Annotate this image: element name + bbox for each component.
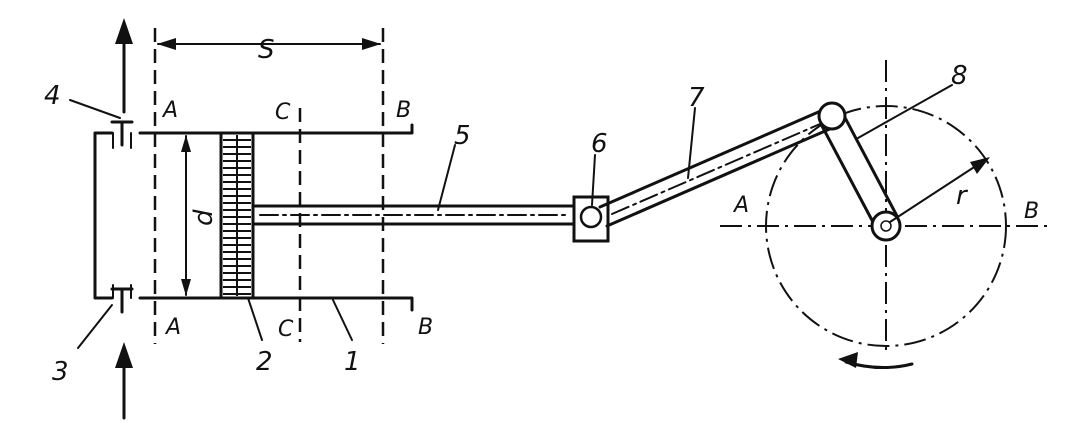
label-section-a-top: A [161,98,178,123]
label-section-b-top: B [396,98,411,123]
exhaust-valve [110,120,134,149]
crosshead [572,195,610,243]
stroke-dimension [157,38,381,50]
label-crank-b: B [1024,199,1039,224]
label-part-1: 1 [344,347,361,377]
label-radius: r [956,181,969,211]
label-crank-a: A [732,193,749,218]
exhaust-arrow [115,18,133,114]
label-part-8: 8 [951,61,968,91]
label-part-4: 4 [44,81,61,111]
leader-lines [69,84,953,349]
piston-rod [251,204,580,226]
label-stroke: S [258,35,275,65]
crank-arm [820,110,899,226]
diameter-dimension [181,135,191,296]
crank-pin [817,101,847,131]
intake-valve [110,284,134,314]
label-section-a-bottom: A [164,315,181,340]
label-part-6: 6 [591,129,608,159]
piston [219,131,255,300]
crank-circle [720,60,1050,355]
label-part-7: 7 [688,83,705,113]
label-part-5: 5 [454,121,471,151]
rotation-arrow [838,352,914,370]
radius-arrow [889,157,990,223]
crank-shaft [870,210,902,242]
intake-arrow [115,342,133,420]
label-part-2: 2 [256,347,273,377]
label-diameter: d [189,209,219,226]
label-section-c-top: C [275,100,291,125]
label-section-c-bottom: C [278,317,294,342]
label-part-3: 3 [52,357,69,387]
connecting-rod [598,108,834,228]
label-section-b-bottom: B [418,315,433,340]
